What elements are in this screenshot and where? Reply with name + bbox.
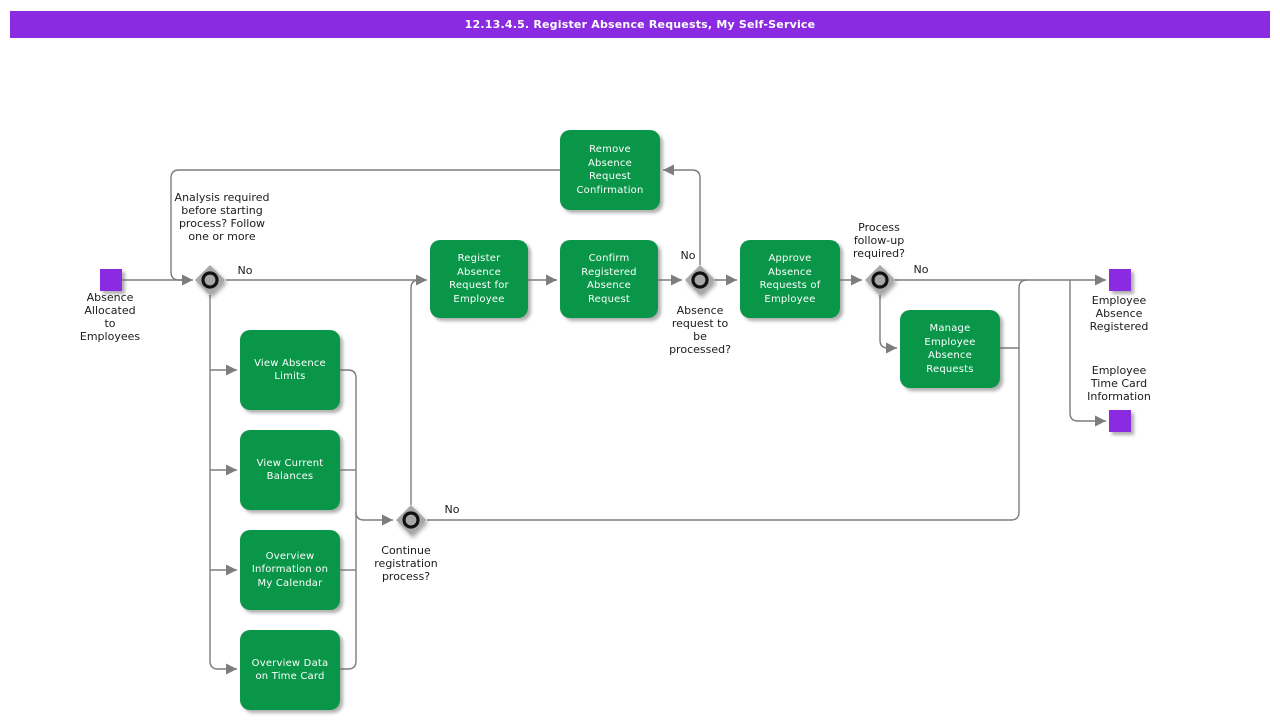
- task-manage-employee-absence-requests[interactable]: Manage Employee Absence Requests: [900, 310, 1000, 388]
- edge-collector-vertical: [340, 369, 357, 670]
- edge-label-no-gateway2: No: [680, 249, 696, 262]
- edge-remove-return: [170, 169, 560, 281]
- task-approve-absence-requests[interactable]: Approve Absence Requests of Employee: [740, 240, 840, 318]
- end-event-time-card-label: Employee Time Card Information: [1087, 364, 1151, 403]
- task-view-current-balances[interactable]: View Current Balances: [240, 430, 340, 510]
- task-confirm-registered-absence-request[interactable]: Confirm Registered Absence Request: [560, 240, 658, 318]
- edge-gateway1-down-to-box4: [209, 295, 237, 675]
- start-event-label: Absence Allocated to Employees: [79, 291, 141, 343]
- end-event-absence-registered-square: [1109, 269, 1131, 291]
- edge-label-no-gateway4: No: [444, 503, 460, 516]
- gateway-ring-icon: [691, 271, 709, 289]
- gateway-absence-request-processed: [683, 263, 717, 297]
- edge-collector-to-gateway4: [355, 511, 393, 526]
- task-overview-data-time-card[interactable]: Overview Data on Time Card: [240, 630, 340, 710]
- gateway-question-absence-request-processed: Absence request to be processed?: [669, 304, 731, 356]
- edge-gateway4-no-merge: [427, 279, 1028, 521]
- task-view-absence-limits[interactable]: View Absence Limits: [240, 330, 340, 410]
- edge-label-no-gateway3: No: [913, 263, 929, 276]
- gateway-analysis-required: [193, 263, 227, 297]
- task-overview-information-calendar[interactable]: Overview Information on My Calendar: [240, 530, 340, 610]
- edge-label-no-gateway1: No: [237, 264, 253, 277]
- gateway-ring-icon: [201, 271, 219, 289]
- gateway-question-process-follow-up: Process follow-up required?: [853, 221, 905, 260]
- gateway-ring-icon: [871, 271, 889, 289]
- end-event-time-card-square: [1109, 410, 1131, 432]
- end-event-absence-registered-label: Employee Absence Registered: [1089, 294, 1149, 333]
- diagram-title-bar: 12.13.4.5. Register Absence Requests, My…: [10, 11, 1270, 38]
- edge-branch-to-end2: [1069, 280, 1106, 427]
- edge-gateway2-no-to-remove: [663, 164, 701, 265]
- gateway-continue-registration: [394, 503, 428, 537]
- edge-gateway3-down-to-manage: [879, 295, 897, 354]
- gateway-ring-icon: [402, 511, 420, 529]
- task-register-absence-request[interactable]: Register Absence Request for Employee: [430, 240, 528, 318]
- gateway-question-analysis-required: Analysis required before starting proces…: [174, 191, 270, 243]
- gateway-process-follow-up: [863, 263, 897, 297]
- task-remove-absence-request-confirmation[interactable]: Remove Absence Request Confirmation: [560, 130, 660, 210]
- diagram-title: 12.13.4.5. Register Absence Requests, My…: [464, 18, 816, 31]
- start-event-square: [100, 269, 122, 291]
- gateway-question-continue-registration: Continue registration process?: [374, 544, 438, 583]
- edge-gateway4-up-merge: [410, 279, 420, 505]
